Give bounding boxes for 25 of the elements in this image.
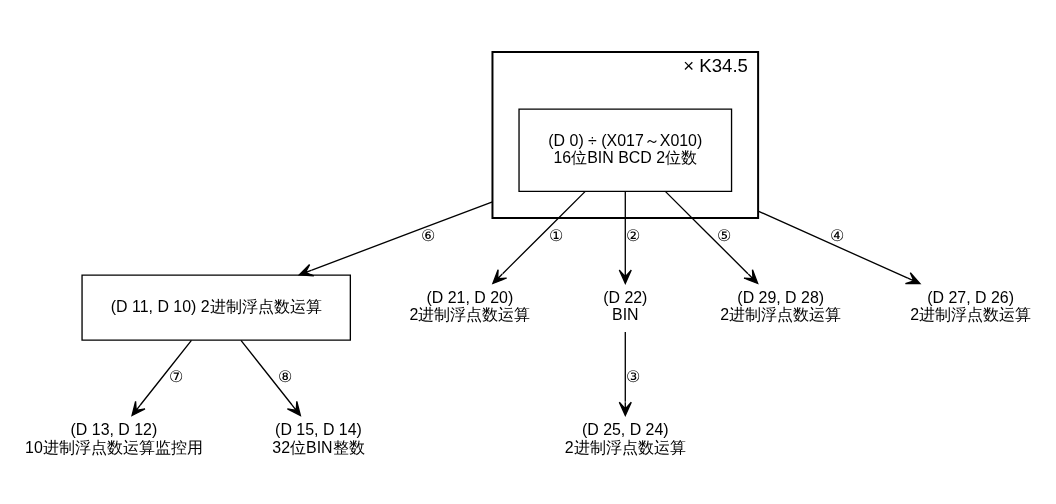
node-text: (D 22) BIN [603, 288, 648, 323]
edge-label: ④ [830, 226, 845, 244]
node-text: (D 21, D 20) 2进制浮点数运算 [409, 288, 531, 323]
node-box: (D 0) ÷ (X017～X010) 16位BIN BCD 2位数 [518, 107, 733, 192]
edge-label: ① [548, 226, 563, 244]
arrow [757, 209, 921, 284]
arrow [240, 339, 302, 416]
edge-label: ⑦ [168, 367, 183, 385]
arrow [131, 339, 193, 416]
node-text: (D 29, D 28) 2进制浮点数运算 [720, 288, 842, 323]
arrow [618, 330, 632, 416]
edge-label: ⑤ [717, 226, 732, 244]
node-box: (D 11, D 10) 2进制浮点数运算 [81, 273, 351, 341]
arrow [618, 190, 632, 284]
node-text: (D 15, D 14) 32位BIN整数 [272, 420, 365, 456]
node-text: (D 25, D 24) 2进制浮点数运算 [564, 420, 686, 456]
edge-label: ③ [625, 367, 640, 385]
arrow [298, 200, 494, 276]
edge-label: ⑥ [421, 226, 436, 244]
node-text: (D 13, D 12) 10进制浮点数运算监控用 [25, 420, 203, 456]
arrow [492, 190, 586, 284]
edge-label: ⑧ [277, 367, 292, 385]
node-text: (D 27, D 26) 2进制浮点数运算 [910, 288, 1032, 323]
edge-label: ② [625, 226, 640, 244]
arrow [664, 190, 759, 284]
